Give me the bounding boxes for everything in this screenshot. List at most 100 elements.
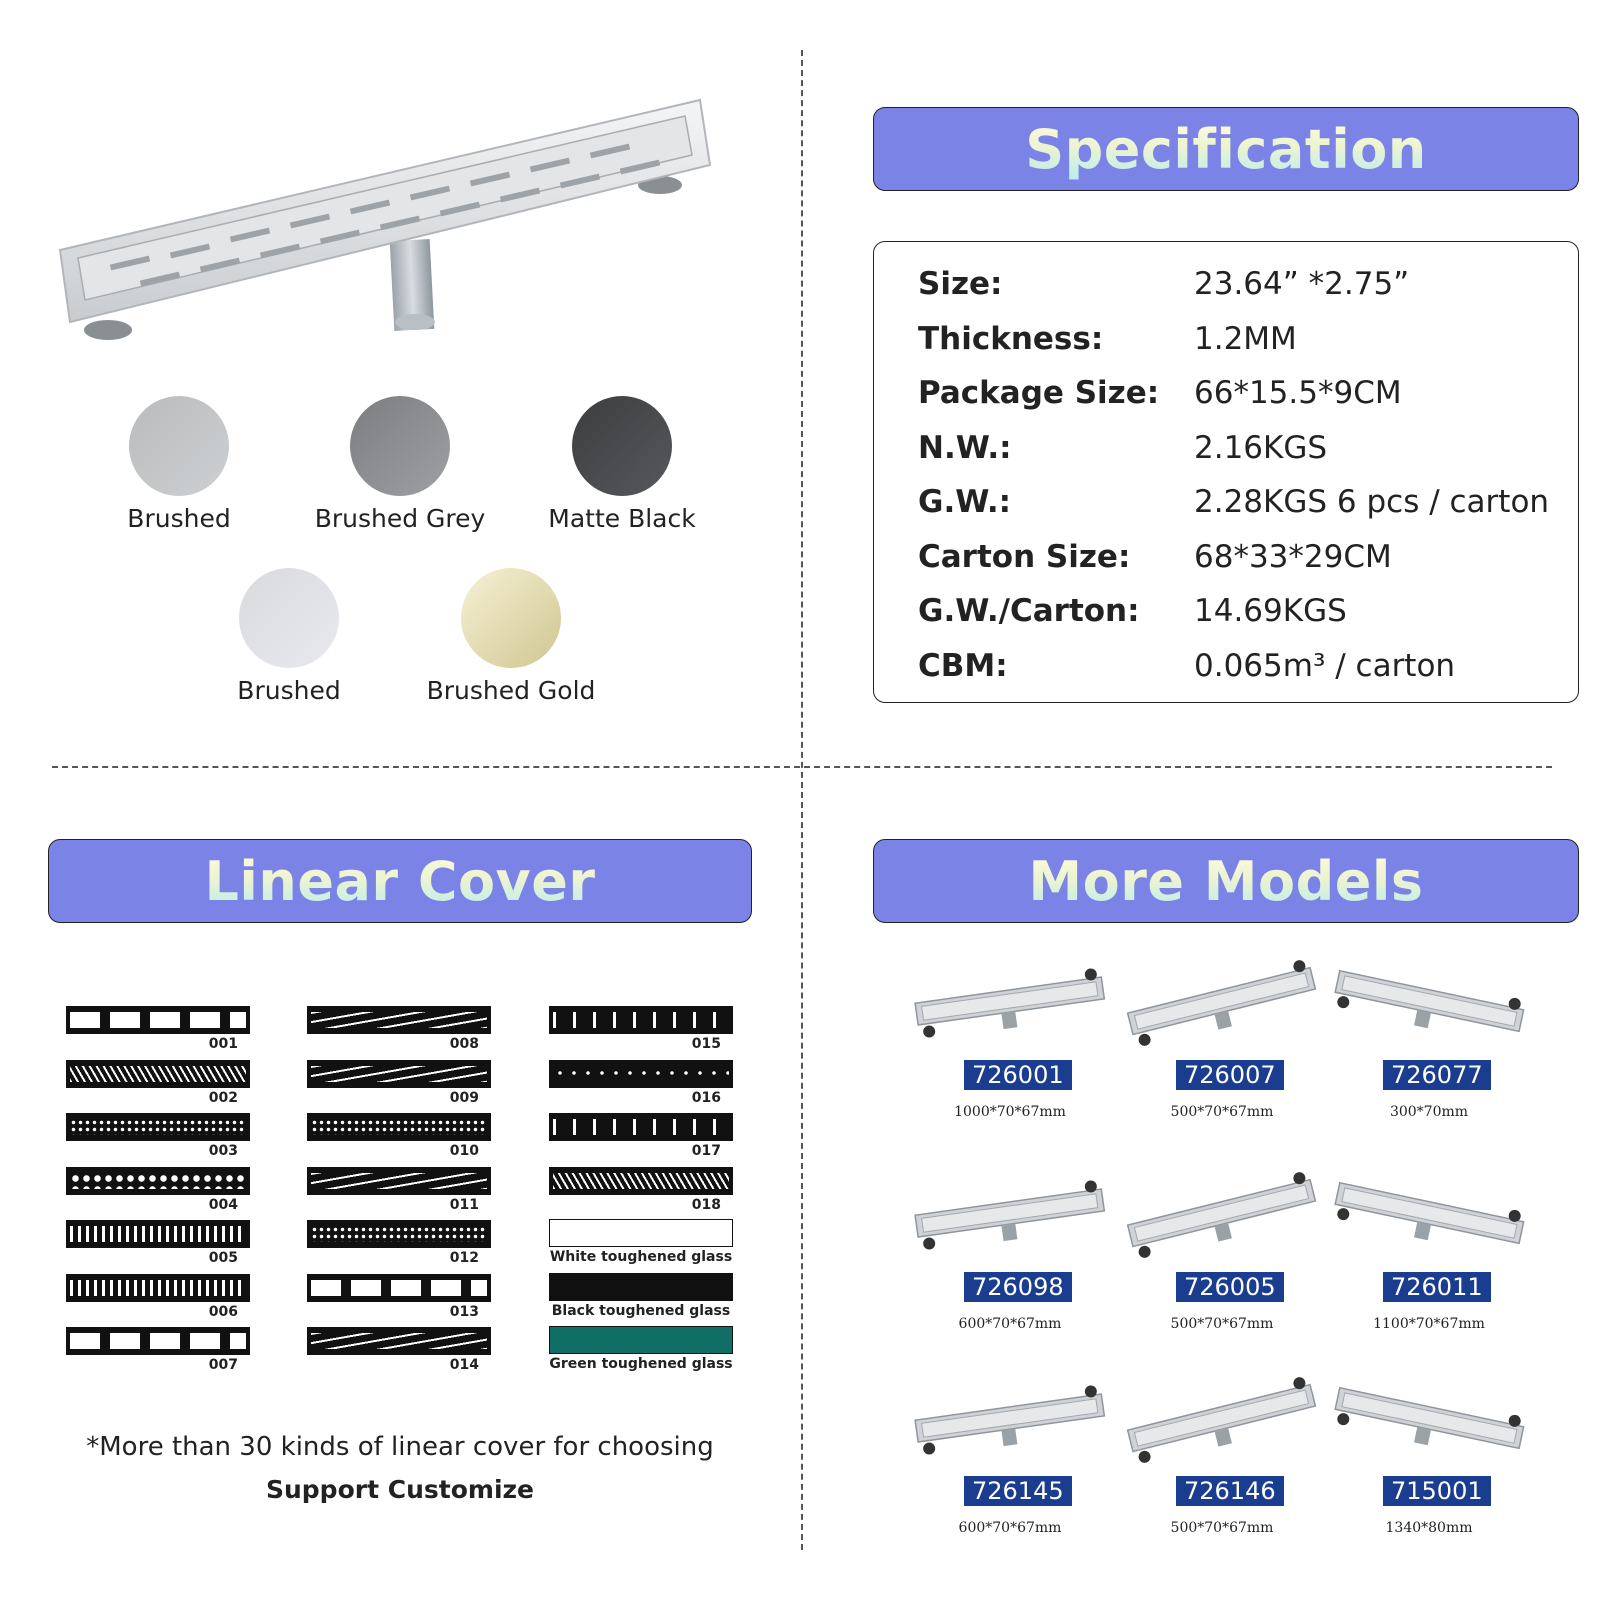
model-drain-image [914, 1180, 1106, 1250]
spec-row: G.W.: 2.28KGS 6 pcs / carton [918, 482, 1549, 522]
cover-pattern-number: 017 [691, 1143, 721, 1159]
spec-value: 1.2MM [1194, 320, 1297, 357]
cover-pattern-motif [553, 1012, 729, 1028]
spec-value: 23.64” *2.75” [1194, 266, 1410, 302]
model-code-badge: 726011 [1383, 1272, 1491, 1302]
spec-value: 2.16KGS [1194, 429, 1328, 466]
spec-key: Carton Size: [918, 538, 1131, 575]
spec-key: Thickness: [918, 320, 1104, 357]
cover-pattern-number: 007 [208, 1357, 238, 1373]
finish-swatch [572, 396, 672, 496]
cover-pattern-swatch [307, 1113, 491, 1141]
glass-cover-label: Green toughened glass [549, 1356, 733, 1372]
cover-pattern-motif [311, 1279, 487, 1296]
cover-pattern-number: 018 [691, 1196, 721, 1213]
support-customize-label: Support Customize [265, 1475, 535, 1504]
cover-pattern-motif [553, 1119, 729, 1135]
cover-pattern-motif [311, 1226, 487, 1242]
cover-pattern-swatch [307, 1166, 491, 1195]
cover-pattern-swatch [66, 1166, 250, 1195]
spec-row: Thickness: 1.2MM [918, 319, 1297, 359]
more-models-title: More Models [1028, 849, 1424, 913]
cover-pattern-motif [553, 1172, 729, 1189]
model-code-badge: 715001 [1383, 1476, 1491, 1506]
cover-pattern-number: 003 [208, 1143, 238, 1159]
glass-cover-label: White toughened glass [549, 1249, 733, 1265]
model-drain-image [1126, 1172, 1317, 1258]
finish-label: Brushed Grey [314, 504, 486, 533]
model-size-label: 600*70*67mm [958, 1316, 1062, 1332]
specification-header: Specification [873, 107, 1579, 191]
cover-pattern-motif [70, 1119, 246, 1135]
glass-cover-swatch [549, 1219, 733, 1247]
model-code-badge: 726077 [1383, 1060, 1491, 1090]
cover-pattern-swatch [307, 1006, 491, 1034]
finish-swatch [350, 396, 450, 496]
cover-pattern-swatch [66, 1220, 250, 1248]
cover-pattern-motif [70, 1172, 246, 1189]
spec-key: CBM: [918, 647, 1008, 684]
model-size-label: 300*70mm [1389, 1104, 1469, 1120]
spec-key: Package Size: [918, 375, 1160, 411]
cover-pattern-number: 008 [449, 1036, 479, 1052]
spec-value: 2.28KGS 6 pcs / carton [1194, 484, 1550, 520]
cover-pattern-number: 016 [691, 1089, 721, 1106]
cover-pattern-number: 012 [449, 1250, 479, 1266]
model-drain-image [1126, 960, 1317, 1046]
vertical-divider [801, 50, 803, 1550]
cover-pattern-number: 010 [449, 1143, 479, 1159]
model-drain-image [1126, 1377, 1317, 1463]
model-size-label: 1000*70*67mm [954, 1104, 1066, 1120]
cover-pattern-swatch [66, 1059, 250, 1088]
cover-pattern-number: 005 [208, 1250, 238, 1266]
linear-cover-header: Linear Cover [48, 839, 752, 923]
glass-cover-label: Black toughened glass [551, 1302, 731, 1319]
finish-label: Brushed Gold [426, 676, 596, 705]
cover-pattern-swatch [307, 1327, 491, 1355]
spec-value: 68*33*29CM [1194, 538, 1392, 575]
model-drain-image [1334, 1386, 1525, 1450]
model-size-label: 1340*80mm [1385, 1520, 1473, 1536]
cover-pattern-motif [311, 1333, 487, 1349]
spec-key: G.W.: [918, 484, 1012, 520]
finish-label: Brushed [237, 676, 341, 705]
cover-pattern-motif [553, 1065, 729, 1082]
cover-pattern-swatch [66, 1273, 250, 1302]
model-code-badge: 726001 [964, 1060, 1072, 1090]
model-code-badge: 726007 [1176, 1060, 1284, 1090]
cover-pattern-motif [70, 1065, 246, 1082]
cover-pattern-number: 014 [449, 1357, 479, 1373]
specification-title: Specification [1025, 117, 1427, 181]
cover-pattern-swatch [66, 1327, 250, 1355]
linear-cover-note: *More than 30 kinds of linear cover for … [86, 1432, 714, 1462]
finish-label: Brushed [127, 504, 231, 533]
model-code-badge: 726005 [1176, 1272, 1284, 1302]
glass-cover-swatch [549, 1272, 733, 1301]
spec-row: CBM: 0.065m³ / carton [918, 646, 1455, 686]
cover-pattern-motif [70, 1279, 246, 1296]
cover-pattern-motif [311, 1012, 487, 1028]
model-drain-image [1334, 1181, 1525, 1245]
cover-pattern-motif [70, 1226, 246, 1242]
spec-key: N.W.: [918, 429, 1012, 466]
cover-pattern-motif [311, 1119, 487, 1135]
cover-pattern-swatch [307, 1220, 491, 1248]
cover-pattern-swatch [307, 1273, 491, 1302]
cover-pattern-motif [311, 1172, 487, 1189]
cover-pattern-number: 001 [208, 1036, 238, 1052]
spec-row: Carton Size: 68*33*29CM [918, 537, 1392, 577]
cover-pattern-swatch [66, 1113, 250, 1141]
cover-pattern-swatch [549, 1059, 733, 1088]
cover-pattern-number: 013 [449, 1303, 479, 1320]
glass-cover-swatch [549, 1326, 733, 1354]
horizontal-divider [52, 766, 1552, 768]
cover-pattern-number: 002 [208, 1089, 238, 1106]
hero-drain-image [58, 98, 712, 340]
linear-cover-title: Linear Cover [204, 849, 596, 913]
model-drain-image [1334, 969, 1525, 1033]
model-size-label: 500*70*67mm [1170, 1104, 1274, 1120]
spec-row: G.W./Carton:14.69KGS [918, 591, 1347, 631]
finish-label: Matte Black [548, 504, 696, 533]
spec-value: 0.065m³ / carton [1194, 647, 1456, 684]
